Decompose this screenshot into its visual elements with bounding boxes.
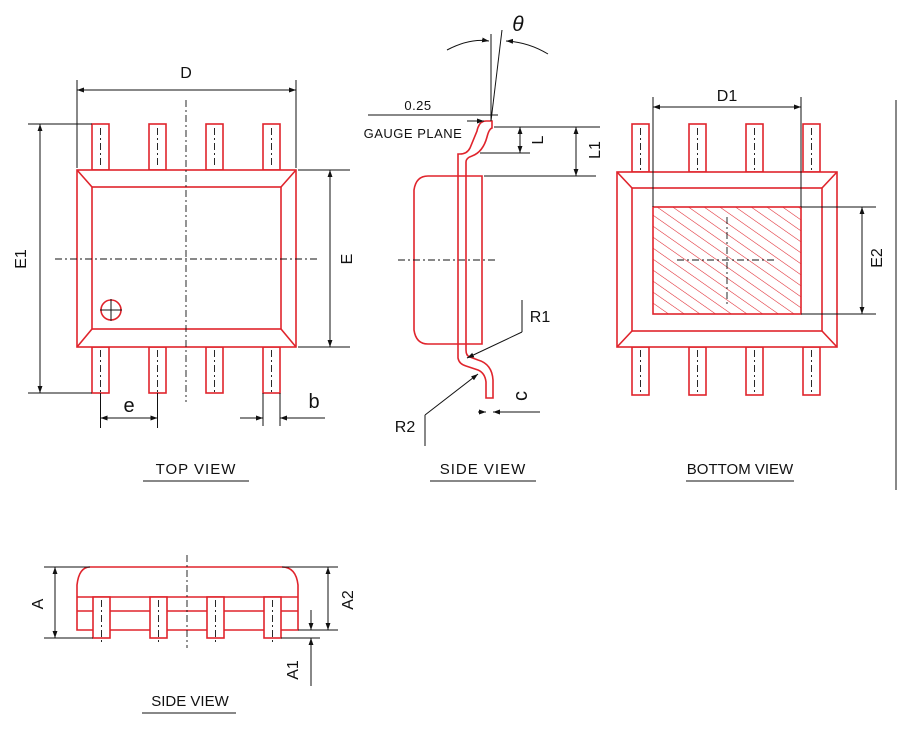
label-R2: R2 bbox=[395, 419, 416, 436]
bottom-view-upper-leads bbox=[631, 123, 821, 173]
dimension-b: b bbox=[240, 391, 325, 426]
label-E1: E1 bbox=[13, 249, 30, 269]
dimension-R1: R1 bbox=[466, 300, 551, 359]
label-gauge-plane: GAUGE PLANE bbox=[364, 126, 463, 141]
label-A: A bbox=[30, 598, 47, 609]
label-b: b bbox=[308, 391, 319, 413]
bottom-view-lower-leads bbox=[631, 346, 821, 396]
top-view-body bbox=[76, 169, 297, 348]
dimension-c: c bbox=[478, 391, 540, 415]
side-view-lead bbox=[457, 120, 494, 399]
label-L: L bbox=[530, 135, 547, 144]
dimension-E2: E2 bbox=[801, 206, 886, 315]
dimension-L1: L1 bbox=[484, 127, 604, 177]
dimension-e: e bbox=[100, 393, 158, 428]
label-gauge-value: 0.25 bbox=[404, 98, 431, 113]
label-D1: D1 bbox=[717, 88, 738, 105]
label-E: E bbox=[339, 254, 356, 265]
caption-bottom-view: BOTTOM VIEW bbox=[687, 461, 794, 478]
top-view: D E1 E e b bbox=[13, 65, 356, 482]
label-R1: R1 bbox=[530, 309, 551, 326]
label-c: c bbox=[510, 391, 532, 401]
side-view-2: A A2 A1 SIDE VIEW bbox=[30, 555, 357, 714]
label-L1: L1 bbox=[587, 141, 604, 159]
caption-side-view: SIDE VIEW bbox=[440, 461, 527, 478]
label-A2: A2 bbox=[340, 590, 357, 610]
side-view: 0.25 GAUGE PLANE θ L L1 R1 bbox=[364, 13, 604, 482]
dimension-theta: θ bbox=[446, 13, 549, 122]
caption-top-view: TOP VIEW bbox=[156, 461, 237, 478]
dimension-A1: A1 bbox=[281, 610, 320, 686]
caption-side-view-2: SIDE VIEW bbox=[151, 693, 229, 710]
dimension-E1: E1 bbox=[13, 123, 92, 394]
label-A1: A1 bbox=[285, 660, 302, 680]
dimension-R2: R2 bbox=[395, 373, 479, 446]
dimension-E: E bbox=[298, 169, 356, 348]
dimension-A2: A2 bbox=[282, 566, 357, 631]
side-view-body bbox=[413, 175, 483, 345]
dimension-L: L bbox=[480, 126, 600, 154]
bottom-view: D1 E2 BOTTOM VIEW bbox=[616, 88, 886, 482]
label-E2: E2 bbox=[869, 248, 886, 268]
label-e: e bbox=[123, 395, 134, 417]
dimension-D1: D1 bbox=[652, 88, 802, 207]
dimension-A: A bbox=[30, 566, 93, 639]
label-theta: θ bbox=[512, 13, 524, 36]
label-D: D bbox=[180, 65, 192, 82]
